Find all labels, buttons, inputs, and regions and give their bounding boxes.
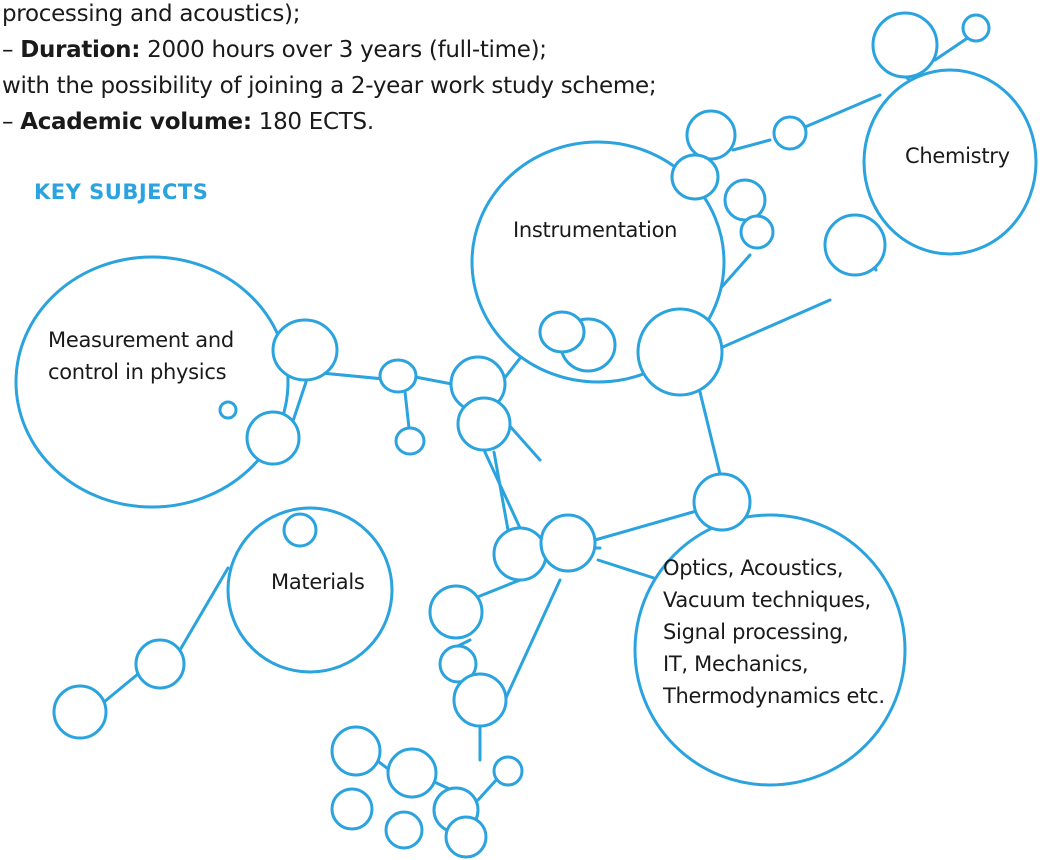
atom-materials (226, 506, 394, 674)
bond (731, 138, 772, 152)
atom-small (218, 400, 238, 420)
subject-measurement-line-2: control in physics (48, 360, 227, 384)
duration-label: Duration: (20, 37, 141, 63)
subject-measurement-line-1: Measurement and (48, 328, 234, 352)
atom-optics (633, 513, 907, 787)
bond (492, 450, 510, 532)
bond (796, 93, 882, 132)
atom-small (961, 13, 991, 43)
bond (178, 566, 230, 652)
bond (503, 578, 562, 702)
atom-small (394, 426, 426, 456)
academic-volume-label: Academic volume: (20, 109, 252, 135)
intro-line-volume: – Academic volume: 180 ECTS. (2, 104, 656, 140)
atom-small (282, 512, 318, 548)
atom-small (378, 358, 418, 394)
atom-measurement (14, 255, 290, 509)
subject-instrumentation: Instrumentation (513, 218, 678, 242)
subject-materials: Materials (271, 570, 365, 594)
bond (714, 298, 832, 352)
subject-measurement: Measurement and control in physics (48, 324, 234, 388)
atom-small (723, 178, 767, 222)
atom-small (685, 109, 737, 161)
atom-small (384, 810, 424, 850)
atom-small (539, 513, 597, 573)
subject-chemistry: Chemistry (905, 144, 1010, 168)
bond (933, 33, 974, 62)
bond (102, 672, 140, 704)
atoms (14, 11, 1038, 859)
bond (506, 422, 542, 462)
atom-small (670, 153, 720, 201)
atom-chemistry (862, 68, 1038, 256)
atom-small (492, 526, 548, 582)
atom-small (330, 725, 382, 777)
atom-small (444, 815, 488, 859)
dash: – (2, 37, 21, 63)
bond (476, 776, 500, 802)
atom-small (438, 644, 478, 684)
subject-optics-line-3: Signal processing, (663, 620, 849, 644)
atom-small (823, 213, 887, 277)
subject-optics-line-5: Thermodynamics etc. (663, 684, 885, 708)
bond (698, 390, 722, 476)
subject-optics-line-2: Vacuum techniques, (663, 588, 871, 612)
atom-small (871, 11, 939, 79)
key-subjects-heading: KEY SUBJECTS (34, 180, 209, 204)
intro-line-1: processing and acoustics); (2, 1, 301, 27)
atom-small (692, 472, 752, 532)
subject-optics-line-1: Optics, Acoustics, (663, 556, 844, 580)
dash: – (2, 109, 21, 135)
atom-small (456, 396, 512, 452)
atom-small (428, 584, 484, 640)
atom-small (271, 318, 339, 382)
intro-line-duration: – Duration: 2000 hours over 3 years (ful… (2, 32, 656, 68)
atom-small (330, 787, 374, 831)
intro-text: processing and acoustics); – Duration: 2… (2, 0, 657, 140)
atom-small (538, 310, 586, 354)
bond (593, 508, 702, 542)
bond (403, 390, 411, 430)
atom-small (452, 672, 508, 728)
atom-small (52, 684, 108, 740)
atom-small (636, 307, 724, 397)
atom-small (245, 410, 301, 466)
duration-value: 2000 hours over 3 years (full-time); (140, 37, 547, 63)
atom-small (134, 638, 186, 690)
intro-line-3: with the possibility of joining a 2-year… (2, 73, 657, 99)
atom-small (386, 747, 438, 799)
atom-small (739, 214, 775, 250)
atom-small (492, 755, 524, 787)
bond (596, 558, 662, 582)
atom-small (772, 115, 808, 151)
academic-volume-value: 180 ECTS. (251, 109, 374, 135)
subject-optics: Optics, Acoustics, Vacuum techniques, Si… (663, 552, 885, 712)
subject-optics-line-4: IT, Mechanics, (663, 652, 809, 676)
